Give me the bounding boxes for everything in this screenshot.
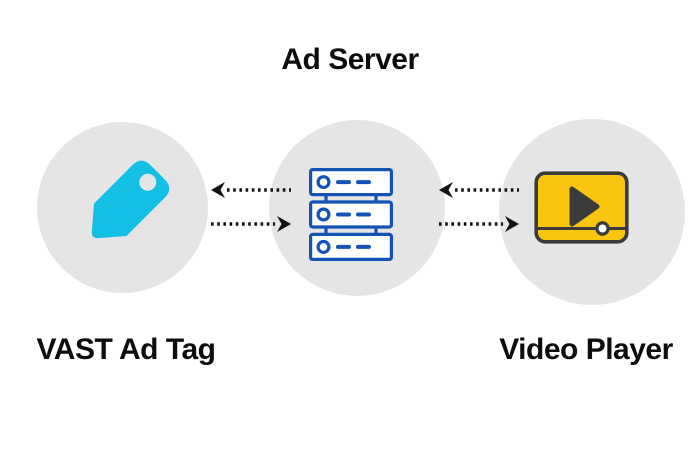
video-player-icon: [534, 171, 629, 244]
tag-icon: [91, 160, 170, 239]
playhead-dot: [595, 221, 610, 236]
video-player-label: Video Player: [499, 333, 673, 366]
arrow-tag-to-server: [211, 216, 291, 232]
arrow-player-to-server: [439, 182, 519, 198]
arrow-server-to-tag: [211, 182, 291, 198]
server-icon: [309, 168, 394, 262]
arrow-server-to-player: [439, 216, 519, 232]
connection-tag-server: [211, 182, 291, 232]
ad-server-title: Ad Server: [281, 43, 419, 76]
play-icon: [569, 186, 600, 227]
connection-server-player: [439, 182, 519, 232]
vast-ad-tag-label: VAST Ad Tag: [36, 333, 216, 366]
